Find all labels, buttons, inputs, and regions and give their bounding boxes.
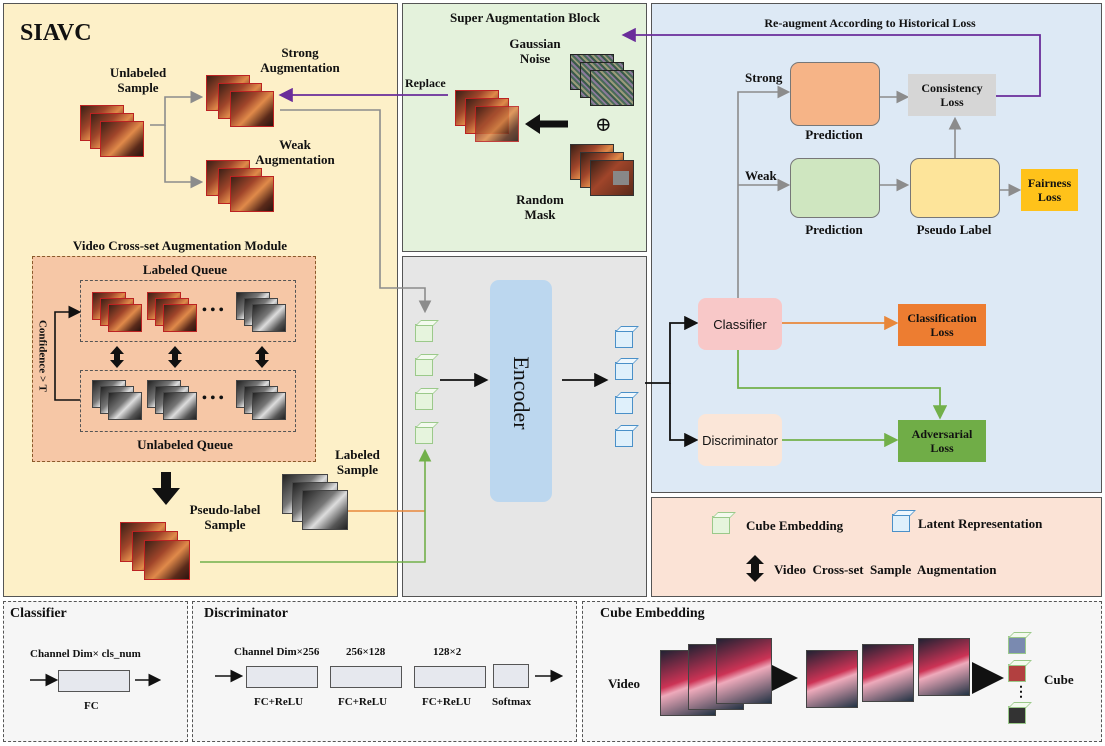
pseudo-label-sample-label: Pseudo-label Sample xyxy=(189,502,261,532)
confidence-label: Confidence > T xyxy=(36,319,49,393)
arrow-to-strong xyxy=(150,90,204,126)
replace-label: Replace xyxy=(405,76,446,90)
arrow-strong-to-encoder xyxy=(280,109,432,314)
strong-label: Strong xyxy=(745,70,783,85)
random-mask-label: Random Mask xyxy=(516,192,564,222)
disc-dim-1: 256×128 xyxy=(346,646,386,658)
labeled-queue-ellipsis: • • • xyxy=(202,303,224,318)
arrow-to-classifier xyxy=(645,315,699,384)
unlabeled-queue-ellipsis: • • • xyxy=(202,391,224,406)
classifier-node: Classifier xyxy=(698,298,782,350)
encoder-block xyxy=(490,280,552,502)
bottom-fc-label: FC xyxy=(84,700,99,712)
prediction-weak-box xyxy=(790,158,880,218)
labeled-sample-label: Labeled Sample xyxy=(335,447,380,477)
double-arrows xyxy=(110,346,764,582)
arrow-pseudo-to-encoder xyxy=(200,448,432,563)
bottom-cube-label: Cube xyxy=(1044,672,1074,687)
pseudo-label-box xyxy=(910,158,1000,218)
prediction-strong-label: Prediction xyxy=(805,127,863,142)
pseudo-label-label: Pseudo Label xyxy=(916,222,992,237)
disc-layer-1: FC+ReLU xyxy=(338,696,388,708)
classification-loss-box: Classification Loss xyxy=(898,304,986,346)
disc-softmax-block xyxy=(493,664,529,688)
prediction-strong-box xyxy=(790,62,880,126)
arrow-confidence xyxy=(54,305,82,401)
adversarial-loss-box: Adversarial Loss xyxy=(898,420,986,462)
strong-augmentation-label: Strong Augmentation xyxy=(260,45,340,75)
disc-layer-0: FC+ReLU xyxy=(254,696,304,708)
bottom-cube-title: Cube Embedding xyxy=(600,606,705,621)
fairness-loss-box: Fairness Loss xyxy=(1021,169,1078,211)
plus-icon: ⊕ xyxy=(595,114,612,136)
reaugment-label: Re-augment According to Historical Loss xyxy=(764,16,976,30)
arrow-to-weak xyxy=(164,125,204,189)
disc-layer-block-0 xyxy=(246,666,318,688)
weak-label: Weak xyxy=(745,168,777,183)
consistency-loss-box: Consistency Loss xyxy=(908,74,996,116)
arrow-classifier-adv xyxy=(737,350,948,420)
weak-augmentation-label: Weak Augmentation xyxy=(255,137,335,167)
unlabeled-queue-label: Unlabeled Queue xyxy=(137,437,233,452)
super-augmentation-panel xyxy=(402,3,647,252)
legend-cross-set: Video Cross-set Sample Augmentation xyxy=(774,562,997,577)
legend-cube-embedding: Cube Embedding xyxy=(746,518,844,533)
disc-layer-block-1 xyxy=(330,666,402,688)
arrow-to-discriminator xyxy=(669,383,699,448)
bottom-classifier-title: Classifier xyxy=(10,606,67,621)
bottom-fc-block xyxy=(58,670,130,692)
legend-latent-representation: Latent Representation xyxy=(918,516,1043,531)
unlabeled-queue-box xyxy=(80,370,296,432)
prediction-weak-label: Prediction xyxy=(805,222,863,237)
disc-layer-block-2 xyxy=(414,666,486,688)
legend-latent-icon xyxy=(892,514,910,532)
encoder-label: Encoder xyxy=(509,356,534,430)
vcam-title: Video Cross-set Augmentation Module xyxy=(72,238,288,253)
bottom-video-label: Video xyxy=(608,676,641,691)
disc-dim-2: 128×2 xyxy=(433,646,462,658)
disc-layer-3: Softmax xyxy=(492,696,532,708)
cube-vdots: ⋮ xyxy=(1014,685,1028,700)
gaussian-noise-label: Gaussian Noise xyxy=(509,36,561,66)
arrow-reaugment xyxy=(621,27,1041,97)
disc-dim-0: Channel Dim×256 xyxy=(234,646,320,658)
unlabeled-sample-label: Unlabeled Sample xyxy=(109,65,167,95)
legend-cube-embedding-icon xyxy=(712,516,730,534)
bottom-classifier-dim: Channel Dim× cls_num xyxy=(30,648,141,660)
discriminator-node: Discriminator xyxy=(698,414,782,466)
labeled-queue-label: Labeled Queue xyxy=(142,262,228,277)
page-title: SIAVC xyxy=(20,20,92,46)
arrow-strong-pred xyxy=(737,85,791,298)
super-aug-title: Super Augmentation Block xyxy=(449,10,600,25)
disc-layer-2: FC+ReLU xyxy=(422,696,472,708)
bottom-discriminator-title: Discriminator xyxy=(204,606,288,621)
